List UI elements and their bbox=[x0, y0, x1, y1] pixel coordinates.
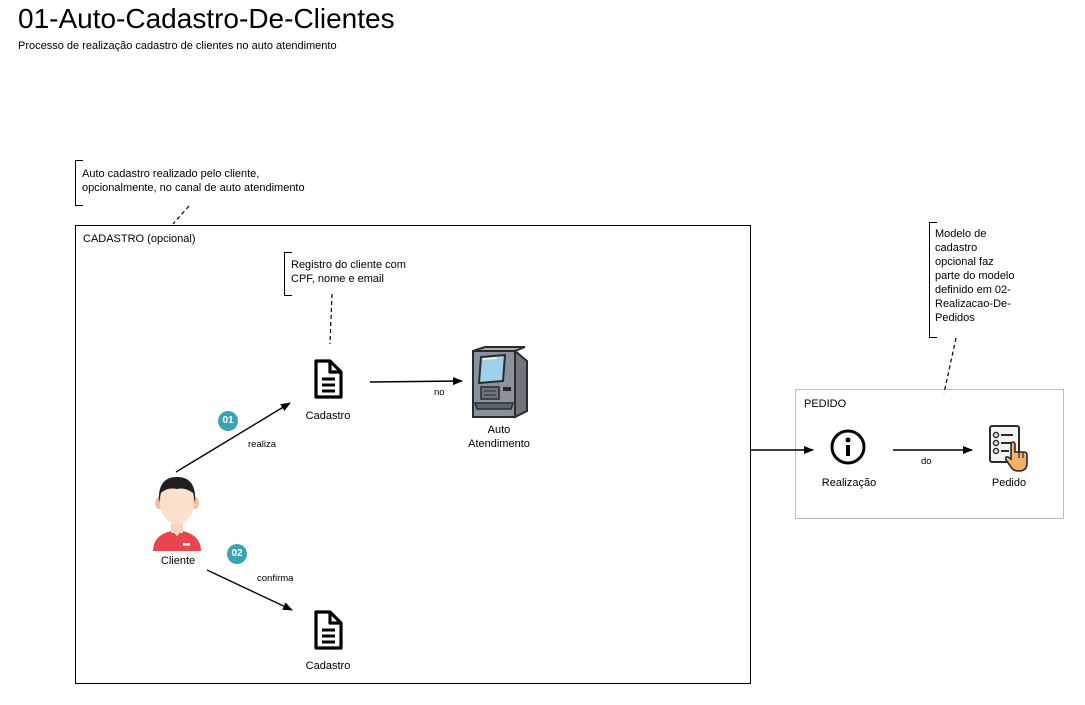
edge-label-do: do bbox=[921, 456, 932, 467]
note-registro-text: Registro do cliente com CPF, nome e emai… bbox=[291, 259, 406, 285]
pedido-group-box[interactable]: PEDIDO bbox=[795, 389, 1064, 519]
step-badge-01: 01 bbox=[218, 411, 238, 431]
note-modelo-text: Modelo de cadastro opcional faz parte do… bbox=[935, 228, 1015, 324]
checklist-hand-icon[interactable] bbox=[989, 425, 1028, 472]
node-label-cadastro-2: Cadastro bbox=[305, 660, 351, 672]
note-modelo-link bbox=[943, 337, 957, 394]
note-registro-link bbox=[329, 293, 333, 345]
edge-confirma[interactable] bbox=[206, 569, 293, 611]
node-label-auto-atendimento: Auto Atendimento bbox=[468, 424, 530, 450]
note-bracket bbox=[75, 160, 83, 206]
cadastro-group-box[interactable]: CADASTRO (opcional) bbox=[75, 225, 751, 684]
edge-label-realiza: realiza bbox=[248, 439, 276, 450]
document-icon[interactable] bbox=[314, 359, 343, 399]
cadastro-group-label: CADASTRO (opcional) bbox=[83, 233, 196, 245]
person-icon[interactable] bbox=[153, 477, 201, 551]
edge-label-confirma: confirma bbox=[257, 573, 294, 584]
atm-icon[interactable] bbox=[472, 346, 528, 419]
step-badge-02: 02 bbox=[227, 544, 247, 564]
node-label-pedido: Pedido bbox=[991, 477, 1027, 489]
note-bracket bbox=[284, 252, 292, 296]
note-auto-cadastro-link bbox=[172, 205, 190, 225]
edge-no[interactable] bbox=[369, 377, 463, 386]
edge-realiza[interactable] bbox=[175, 402, 291, 473]
page-title: 01-Auto-Cadastro-De-Clientes bbox=[18, 3, 395, 34]
note-bracket bbox=[929, 222, 937, 338]
document-icon[interactable] bbox=[314, 610, 343, 650]
info-icon[interactable] bbox=[830, 429, 866, 465]
node-label-cliente: Cliente bbox=[160, 555, 196, 567]
pedido-group-label: PEDIDO bbox=[804, 398, 847, 410]
page-subtitle: Processo de realização cadastro de clien… bbox=[18, 40, 337, 52]
note-auto-cadastro-text: Auto cadastro realizado pelo cliente, op… bbox=[82, 168, 305, 194]
edge-label-no: no bbox=[434, 387, 445, 398]
node-label-realizacao: Realização bbox=[821, 477, 877, 489]
node-label-cadastro-1: Cadastro bbox=[305, 410, 351, 422]
